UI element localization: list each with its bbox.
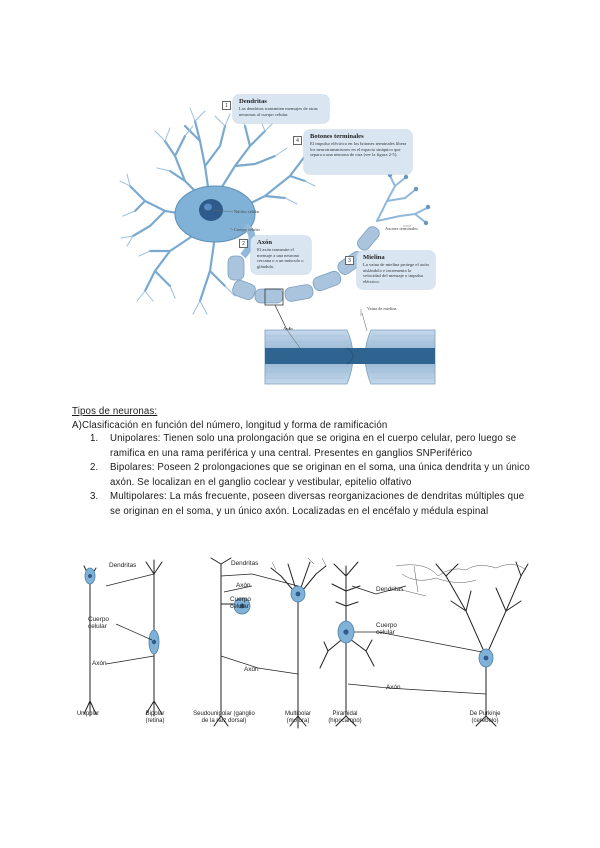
neuron-types-text: Tipos de neuronas: A)Clasificación en fu… xyxy=(72,405,532,520)
list-number: 2. xyxy=(90,461,98,476)
callout-number-botones: 4 xyxy=(293,136,302,145)
label-dendritas-3: Dendritas xyxy=(376,586,403,593)
label-vaina-de-mielina: Vaina de mielina xyxy=(367,306,397,311)
classification-line: A)Clasificación en función del número, l… xyxy=(72,419,532,432)
label-axon-3: Axón xyxy=(244,666,259,673)
list-number: 3. xyxy=(90,490,98,505)
label-axon-4: Axón xyxy=(386,684,401,691)
neuron-types-figure: Dendritas Cuerpo celular Axón Dendritas … xyxy=(66,556,529,734)
callout-title: Mielina xyxy=(363,254,430,262)
neuron-types-illustration xyxy=(66,556,529,734)
callout-mielina: Mielina La vaina de mielina protege el a… xyxy=(357,251,435,289)
label-cuerpo-celular-3: Cuerpo celular xyxy=(376,622,397,636)
callout-number-dendritas: 1 xyxy=(222,101,231,110)
label-cuerpo-celular-2: Cuerpo celular xyxy=(230,596,251,610)
callout-title: Botones terminales xyxy=(310,133,407,141)
caption-seudounipolar: Seudounipolar (ganglio de la raíz dorsal… xyxy=(184,711,264,725)
label-cuerpo-celular-1: Cuerpo celular xyxy=(88,616,109,630)
list-item-bipolares: 2. Bipolares: Poseen 2 prolongaciones qu… xyxy=(72,461,532,490)
neuron-anatomy-figure: 1 Dendritas Las dendritas transmiten men… xyxy=(115,86,445,404)
label-dendritas-2: Dendritas xyxy=(231,560,258,567)
list-item-unipolares: 1. Unipolares: Tienen solo una prolongac… xyxy=(72,432,532,461)
label-axones-terminales: Axones terminales xyxy=(385,226,418,231)
neuron-type-list: 1. Unipolares: Tienen solo una prolongac… xyxy=(72,432,532,520)
label-axon-2: Axón xyxy=(236,582,251,589)
label-axon-inset: Axón xyxy=(283,326,293,331)
label-nucleo-celular: Núcleo celular xyxy=(234,209,260,214)
callout-body: El impulso eléctrico en los botones term… xyxy=(310,141,407,158)
section-heading: Tipos de neuronas: xyxy=(72,405,532,418)
list-text: Unipolares: Tienen solo una prolongación… xyxy=(110,432,532,461)
callout-number-axon: 2 xyxy=(239,239,248,248)
caption-purkinje: De Purkinje (cerebelo) xyxy=(456,711,514,725)
callout-botones-terminales: Botones terminales El impulso eléctrico … xyxy=(304,130,412,174)
label-cuerpo-celular: Cuerpo celular xyxy=(234,227,260,232)
list-text: Bipolares: Poseen 2 prolongaciones que s… xyxy=(110,461,532,490)
caption-bipolar: Bipolar (retina) xyxy=(134,711,176,725)
callout-title: Axón xyxy=(257,239,306,247)
callout-dendritas: Dendritas Las dendritas transmiten mensa… xyxy=(233,95,329,123)
callout-body: El axón transmite el mensaje a una neuro… xyxy=(257,247,306,269)
label-axon-1: Axón xyxy=(92,660,107,667)
callout-body: Las dendritas transmiten mensajes de otr… xyxy=(239,106,324,117)
caption-unipolar: Unipolar xyxy=(68,711,108,718)
callout-body: La vaina de mielina protege el axón aisl… xyxy=(363,262,430,284)
list-text: Multipolares: La más frecuente, poseen d… xyxy=(110,490,532,519)
callout-axon: Axón El axón transmite el mensaje a una … xyxy=(251,236,311,274)
caption-multipolar: Multipolar (motora) xyxy=(274,711,322,725)
label-dendritas-1: Dendritas xyxy=(109,562,136,569)
callout-title: Dendritas xyxy=(239,98,324,106)
callout-number-mielina: 3 xyxy=(345,256,354,265)
list-item-multipolares: 3. Multipolares: La más frecuente, posee… xyxy=(72,490,532,519)
caption-piramidal: Piramidal (hipocampo) xyxy=(320,711,370,725)
list-number: 1. xyxy=(90,432,98,447)
